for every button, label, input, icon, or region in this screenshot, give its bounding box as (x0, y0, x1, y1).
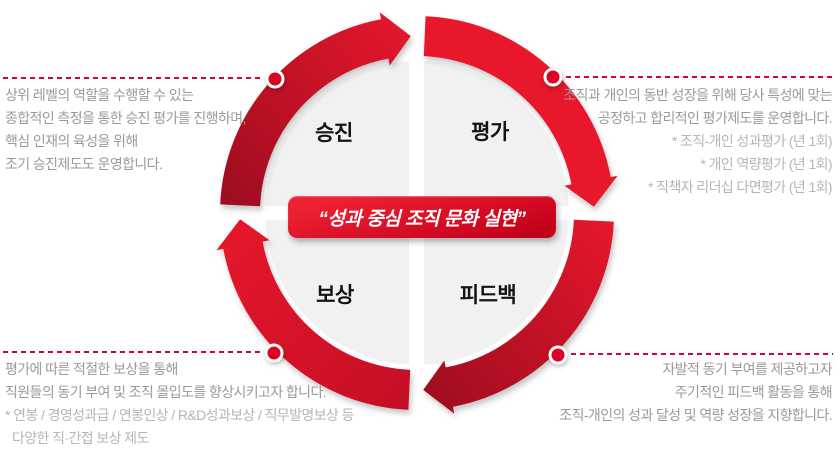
center-banner-text: “성과 중심 조직 문화 실현” (318, 208, 526, 230)
cycle-arrows (216, 12, 618, 414)
quadrant-label-feedback: 피드백 (459, 284, 517, 307)
note-line: 직원들의 동기 부여 및 조직 몰입도를 향상시키고자 합니다. (5, 384, 327, 400)
quadrant-label-evaluation: 평가 (471, 121, 509, 144)
arc-arrow-feedback-to-compensation (423, 219, 614, 414)
center-banner: “성과 중심 조직 문화 실현” (288, 196, 556, 238)
note-line: 평가에 따른 적절한 보상을 통해 (5, 361, 178, 377)
note-subline: * 조직-개인 성과평가 (년 1회) (671, 133, 833, 149)
arc-arrow-evaluation-to-feedback (423, 16, 618, 207)
arc-arrow-promotion-to-evaluation (220, 12, 411, 207)
note-promotion: 상위 레벨의 역할을 수행할 수 있는 종합적인 측정을 통한 승진 평가를 진… (5, 84, 246, 176)
note-line: 조직-개인의 성과 달성 및 역량 성장을 지향합니다. (559, 407, 832, 423)
note-compensation: 평가에 따른 적절한 보상을 통해 직원들의 동기 부여 및 조직 몰입도를 향… (5, 358, 354, 450)
connector-layer (3, 67, 833, 365)
note-subline: * 직책자 리더십 다면평가 (년 1회) (648, 179, 833, 195)
note-line: 핵심 인재의 육성을 위해 (5, 133, 138, 149)
note-line: 주기적인 피드백 활동을 통해 (674, 384, 833, 400)
connector-dot-top-right (543, 67, 563, 87)
quadrant-label-promotion: 승진 (315, 122, 353, 145)
note-subline: * 개인 역량평가 (년 1회) (700, 156, 832, 172)
note-subline: * 연봉 / 경영성과급 / 연봉인상 / R&D성과보상 / 직무발명보상 등 (5, 407, 354, 423)
note-subline: 다양한 직·간접 보상 제도 (12, 430, 149, 446)
quadrant-label-compensation: 보상 (316, 284, 354, 307)
connector-dot-bottom-left (264, 343, 284, 363)
note-evaluation: 조직과 개인의 동반 성장을 위해 당사 특성에 맞는 공정하고 합리적인 평가… (563, 84, 832, 199)
note-line: 상위 레벨의 역할을 수행할 수 있는 (5, 87, 194, 103)
note-line: 조기 승진제도도 운영합니다. (5, 156, 163, 172)
note-line: 종합적인 측정을 통한 승진 평가를 진행하며, (5, 110, 246, 126)
note-feedback: 자발적 동기 부여를 제공하고자 주기적인 피드백 활동을 통해 조직-개인의 … (559, 358, 832, 427)
note-line: 자발적 동기 부여를 제공하고자 (662, 361, 832, 377)
note-line: 조직과 개인의 동반 성장을 위해 당사 특성에 맞는 (563, 87, 832, 103)
arc-arrow-compensation-to-promotion (216, 219, 411, 410)
connector-dot-bottom-right (548, 345, 568, 365)
note-line: 공정하고 합리적인 평가제도를 운영합니다. (597, 110, 833, 126)
connector-dot-top-left (265, 69, 285, 89)
